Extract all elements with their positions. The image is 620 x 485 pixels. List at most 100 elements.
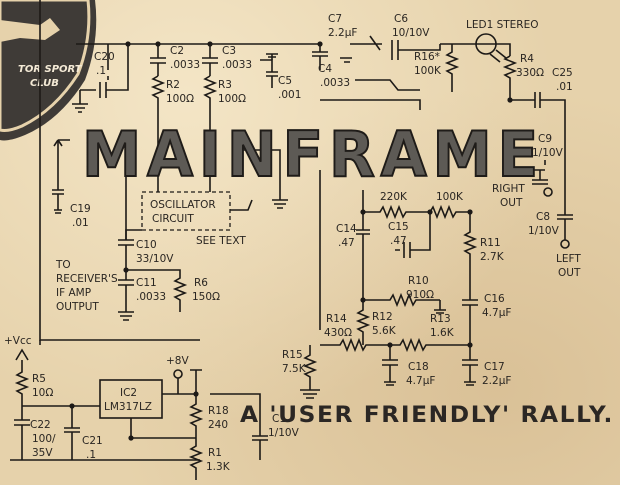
value-c11: .0033 bbox=[136, 291, 166, 303]
value-r18: 240 bbox=[208, 419, 228, 431]
label-c6: C6 bbox=[394, 13, 408, 25]
value-c2: .0033 bbox=[170, 59, 200, 71]
value-c6: 10/10V bbox=[392, 27, 430, 39]
label-left-out-1: LEFT bbox=[556, 253, 581, 265]
value-r13: 1.6K bbox=[430, 327, 455, 339]
label-r220k: 220K bbox=[380, 191, 408, 203]
value-r16: 100K bbox=[414, 65, 442, 77]
label-r15: R15 bbox=[282, 349, 303, 361]
label-c19: C19 bbox=[70, 203, 91, 215]
label-c8: C8 bbox=[536, 211, 550, 223]
headline-text: A 'USER FRIENDLY' RALLY. bbox=[240, 403, 614, 428]
value-c17: 2.2μF bbox=[482, 375, 511, 387]
label-r4: R4 bbox=[520, 53, 534, 65]
label-c4: C4 bbox=[318, 63, 332, 75]
value-c25: .01 bbox=[556, 81, 573, 93]
value-c14: .47 bbox=[338, 237, 355, 249]
value-r6: 150Ω bbox=[192, 291, 220, 303]
badge-text-line2: CLUB bbox=[30, 78, 59, 89]
label-c10: C10 bbox=[136, 239, 157, 251]
label-ic2: IC2 bbox=[120, 387, 137, 399]
label-r14: R14 bbox=[326, 313, 347, 325]
label-c25: C25 bbox=[552, 67, 573, 79]
value-c19: .01 bbox=[72, 217, 89, 229]
value-ic2: LM317LZ bbox=[104, 401, 152, 413]
label-r5: R5 bbox=[32, 373, 46, 385]
mainframe-title: MAINFRAME MAINFRAME bbox=[81, 117, 544, 192]
label-c16: C16 bbox=[484, 293, 505, 305]
filter-network bbox=[300, 140, 573, 399]
value-r14: 430Ω bbox=[324, 327, 352, 339]
value-r4: 330Ω bbox=[516, 67, 544, 79]
title-fill: MAINFRAME bbox=[82, 118, 544, 191]
oscillator-line1: OSCILLATOR bbox=[150, 199, 216, 211]
oscillator-line2: CIRCUIT bbox=[152, 213, 194, 225]
value-r15: 7.5K bbox=[282, 363, 307, 375]
label-c2: C2 bbox=[170, 45, 184, 57]
value-c9: 1/10V bbox=[532, 147, 564, 159]
label-r16: R16* bbox=[414, 51, 440, 63]
value-c5: .001 bbox=[278, 89, 301, 101]
value-c15: .47 bbox=[390, 235, 407, 247]
to-receiver-4: OUTPUT bbox=[56, 301, 99, 313]
label-c18: C18 bbox=[408, 361, 429, 373]
label-r18: R18 bbox=[208, 405, 229, 417]
label-c22: C22 bbox=[30, 419, 51, 431]
label-c1: C1 bbox=[272, 413, 286, 425]
label-c11: C11 bbox=[136, 277, 157, 289]
value-c8: 1/10V bbox=[528, 225, 560, 237]
value-c4: .0033 bbox=[320, 77, 350, 89]
label-c9: C9 bbox=[538, 133, 552, 145]
value-c3: .0033 bbox=[222, 59, 252, 71]
value-c10: 33/10V bbox=[136, 253, 174, 265]
top-wiring bbox=[72, 33, 566, 140]
label-r1: R1 bbox=[208, 447, 222, 459]
label-r12: R12 bbox=[372, 311, 393, 323]
label-r11: R11 bbox=[480, 237, 501, 249]
label-led1: LED1 STEREO bbox=[466, 19, 539, 31]
label-r10: R10 bbox=[408, 275, 429, 287]
value-r1: 1.3K bbox=[206, 461, 231, 473]
label-r3: R3 bbox=[218, 79, 232, 91]
value-c20: .1 bbox=[96, 65, 106, 77]
left-wiring bbox=[39, 0, 288, 345]
label-c17: C17 bbox=[484, 361, 505, 373]
label-plus8v: +8V bbox=[166, 355, 189, 367]
label-c15: C15 bbox=[388, 221, 409, 233]
to-receiver-1: TO bbox=[55, 259, 71, 271]
label-c20: C20 bbox=[94, 51, 115, 63]
label-r13: R13 bbox=[430, 313, 451, 325]
junction-dots bbox=[69, 41, 513, 441]
value-c22-line2: 35V bbox=[32, 447, 53, 459]
label-r100k: 100K bbox=[436, 191, 464, 203]
label-c5: C5 bbox=[278, 75, 292, 87]
value-c18: 4.7μF bbox=[406, 375, 435, 387]
label-c14: C14 bbox=[336, 223, 357, 235]
label-c21: C21 bbox=[82, 435, 103, 447]
label-left-out-2: OUT bbox=[558, 267, 581, 279]
label-c7: C7 bbox=[328, 13, 342, 25]
value-r2: 100Ω bbox=[166, 93, 194, 105]
value-r5: 10Ω bbox=[32, 387, 53, 399]
label-vcc: +Vcc bbox=[4, 335, 32, 347]
regulator-section bbox=[10, 348, 268, 480]
label-right-out-1: RIGHT bbox=[492, 183, 525, 195]
badge-text-line1: TOR SPORT bbox=[18, 64, 83, 75]
component-labels: C20 .1 C2 .0033 C3 .0033 R2 100Ω R3 100Ω… bbox=[4, 13, 581, 473]
value-c7: 2.2μF bbox=[328, 27, 357, 39]
label-right-out-2: OUT bbox=[500, 197, 523, 209]
value-r11: 2.7K bbox=[480, 251, 505, 263]
title-outline: MAINFRAME bbox=[82, 118, 544, 191]
value-r12: 5.6K bbox=[372, 325, 397, 337]
value-c1: 1/10V bbox=[268, 427, 300, 439]
label-c3: C3 bbox=[222, 45, 236, 57]
value-r10: 910Ω bbox=[406, 289, 434, 301]
club-badge-logo: TOR SPORT CLUB bbox=[0, 0, 97, 141]
value-c16: 4.7μF bbox=[482, 307, 511, 319]
value-c22-line1: 100/ bbox=[32, 433, 56, 445]
see-text: SEE TEXT bbox=[196, 235, 246, 247]
label-r6: R6 bbox=[194, 277, 208, 289]
label-r2: R2 bbox=[166, 79, 180, 91]
